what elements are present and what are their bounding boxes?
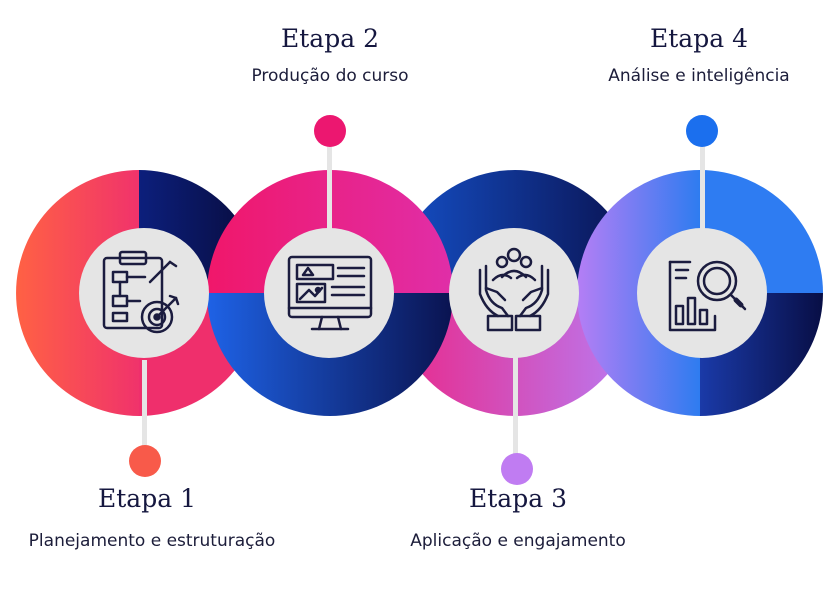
course-production-icon [287, 255, 373, 331]
step-1-title: Etapa 1 [98, 484, 196, 513]
step-4-title: Etapa 4 [650, 24, 748, 53]
planning-icon [102, 250, 180, 334]
step-2-title: Etapa 2 [281, 24, 379, 53]
connector-stems [142, 131, 705, 469]
step-2-subtitle: Produção do curso [251, 66, 409, 86]
step-2-dot [314, 115, 346, 147]
step-1-dot [129, 445, 161, 477]
analytics-icon [668, 260, 747, 332]
step-3-dot [501, 453, 533, 485]
step-4-dot [686, 115, 718, 147]
engagement-icon [478, 247, 550, 332]
step-1-subtitle: Planejamento e estruturação [28, 531, 276, 551]
step-3-title: Etapa 3 [469, 484, 567, 513]
step-4-subtitle: Análise e inteligência [608, 66, 790, 86]
step-3-subtitle: Aplicação e engajamento [410, 531, 626, 551]
